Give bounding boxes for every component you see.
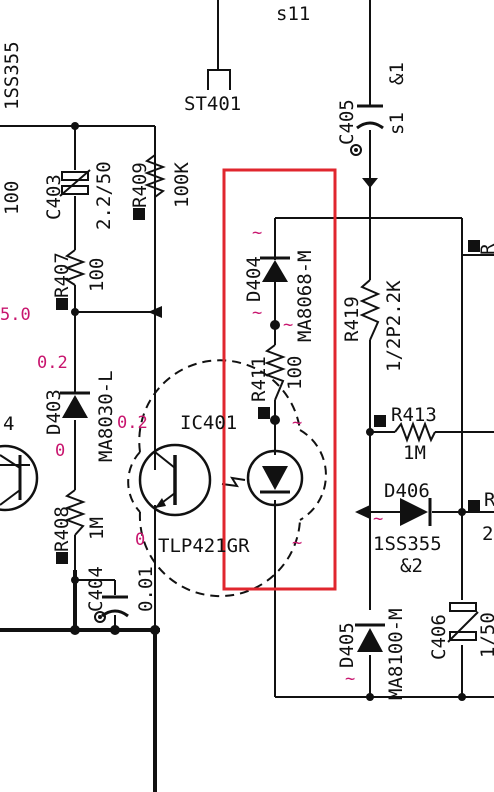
tilde-7: ~ [283,315,293,335]
voltage-5-0: 5.0 [0,305,31,325]
label-d406-sub: &2 [400,555,423,577]
label-ic401: IC401 [180,412,237,434]
junction-dots [70,122,466,701]
label-r409: R409 [129,162,151,208]
label-r409-value: 100K [171,162,193,208]
label-1ss355-top: 1SS355 [1,41,23,110]
ic401-optocoupler [127,359,327,598]
label-d404-part: MA8068-M [294,250,316,342]
label-r407: R407 [51,252,73,298]
r408-resistor [56,489,86,564]
c405-capacitor [350,104,384,156]
c403-capacitor [59,169,91,197]
wires [0,0,494,698]
voltage-annotations: 5.0 0.2 0 0.2 0 ~ ~ ~ ~ ~ ~ ~ [0,223,383,689]
label-st401: ST401 [184,93,241,115]
tilde-3: ~ [292,413,302,433]
label-d406: D406 [384,480,430,502]
d405-diode [355,623,385,652]
label-r419: R419 [341,296,363,342]
label-edge-2: 2 [482,523,493,545]
d406-diode [400,498,432,526]
label-r407-value: 100 [86,258,108,292]
label-tlp421gr: TLP421GR [158,535,250,557]
label-c403: C403 [43,174,65,220]
label-edge-r2: R [484,489,494,511]
d403-diode [60,380,90,418]
label-c406: C406 [428,614,450,660]
label-d404: D404 [243,256,265,302]
label-c404: C404 [85,566,107,612]
r409-resistor [133,154,166,220]
label-edge-r: R [477,243,494,255]
highlight-box [222,168,337,591]
c406-capacitor [447,602,479,643]
right-edge-component [468,240,480,512]
label-s1-and1: &1 [386,62,408,85]
label-r413: R413 [391,404,437,426]
tilde-6: ~ [345,669,355,689]
left-transistor-fragment [0,444,39,512]
voltage-0-a: 0 [55,441,65,461]
label-r411: R411 [248,356,270,402]
label-c404-value: 0.01 [135,566,157,612]
tilde-1: ~ [252,223,262,243]
label-c403-value: 2.2/50 [93,161,115,230]
label-d403-part: MA8030-L [95,370,117,462]
tilde-5: ~ [373,509,383,529]
label-r408: R408 [51,506,73,552]
label-left-100: 100 [1,181,23,215]
r407-resistor [56,249,86,310]
label-r419-value: 1/2P2.2K [383,280,405,372]
label-r413-value: 1M [403,442,426,464]
r419-resistor [359,279,381,341]
label-d405: D405 [336,622,358,668]
label-d403: D403 [43,389,65,435]
tilde-2: ~ [252,303,262,323]
label-d406-part: 1SS355 [373,533,442,555]
arrow-markers [148,178,378,519]
label-s11: s11 [276,3,310,25]
label-c406-value: 1/50 [477,612,494,658]
voltage-0-b: 0 [135,530,145,550]
labels: s11 ST401 C405 &1 s1 1SS355 100 C403 2.2… [1,3,494,700]
label-edge-4: 4 [3,413,14,435]
voltage-0-2-b: 0.2 [117,413,148,433]
label-s1: s1 [386,112,408,135]
label-d405-part: MA8100-M [385,608,407,700]
r413-resistor [374,415,436,443]
tilde-4: ~ [292,533,302,553]
st401-connector [207,69,231,90]
c404-capacitor [94,595,129,623]
label-r408-value: 1M [86,517,108,540]
d404-diode [260,256,290,282]
label-c405: C405 [336,99,358,145]
voltage-0-2-a: 0.2 [37,353,68,373]
label-r411-value: 100 [284,356,306,390]
r411-resistor [258,344,286,419]
